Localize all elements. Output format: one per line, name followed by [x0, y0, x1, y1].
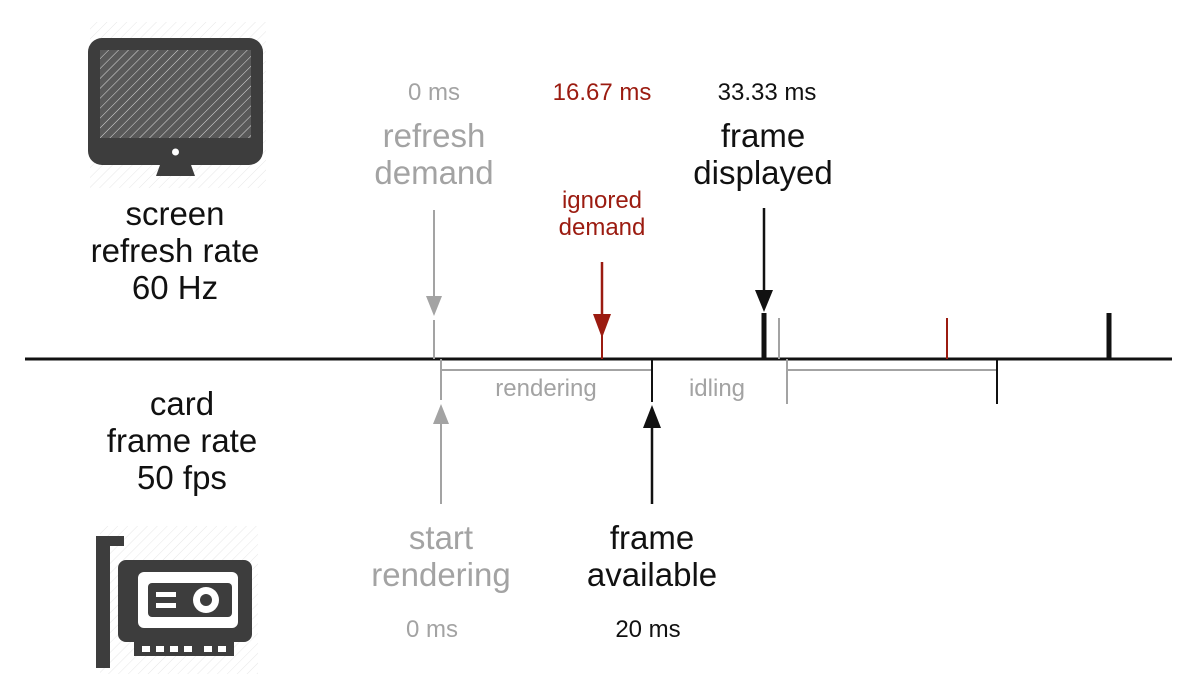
ignored-demand-arrow [593, 262, 611, 338]
screen-label-line3: 60 Hz [131, 268, 219, 306]
start-rendering-line1: start [408, 519, 474, 556]
second-rendering-bracket [786, 359, 998, 404]
frame-available-line1: frame [609, 519, 695, 556]
ignored-demand-line2: demand [558, 213, 646, 241]
ignored-demand-label: ignored demand [558, 187, 646, 242]
frame-available-label: frame available [586, 519, 718, 594]
card-label: card frame rate 50 fps [106, 385, 258, 497]
start-rendering-time: 0 ms [405, 616, 459, 643]
idling-interval-label: idling [688, 375, 746, 402]
refresh-demand-line2: demand [374, 153, 494, 191]
screen-label-line1: screen [125, 195, 225, 232]
frame-displayed-time: 33.33 ms [717, 79, 817, 106]
graphics-card-icon [96, 526, 258, 674]
frame-available-arrow [643, 405, 661, 504]
frame-displayed-line2: displayed [693, 153, 833, 191]
start-rendering-label: start rendering [371, 519, 511, 594]
start-rendering-arrow [433, 404, 449, 504]
rendering-bracket [440, 359, 653, 402]
frame-available-line2: available [586, 555, 718, 593]
screen-label-line2: refresh rate [90, 231, 260, 269]
start-rendering-line2: rendering [371, 555, 511, 593]
frame-available-time: 20 ms [615, 616, 681, 643]
monitor-icon [88, 22, 266, 188]
frame-displayed-label: frame displayed [693, 117, 833, 192]
ignored-demand-time: 16.67 ms [552, 79, 652, 106]
refresh-demand-arrow [426, 210, 442, 316]
rendering-interval-label: rendering [495, 375, 597, 402]
frame-displayed-line1: frame [720, 117, 806, 154]
refresh-demand-time: 0 ms [407, 79, 461, 106]
card-label-line2: frame rate [106, 421, 258, 459]
frame-displayed-arrow [755, 208, 773, 312]
card-label-line3: 50 fps [137, 458, 227, 496]
refresh-demand-label: refresh demand [374, 117, 494, 192]
card-label-line1: card [149, 385, 215, 422]
refresh-demand-line1: refresh [382, 117, 486, 154]
screen-label: screen refresh rate 60 Hz [90, 195, 260, 307]
ignored-demand-line1: ignored [561, 187, 643, 214]
